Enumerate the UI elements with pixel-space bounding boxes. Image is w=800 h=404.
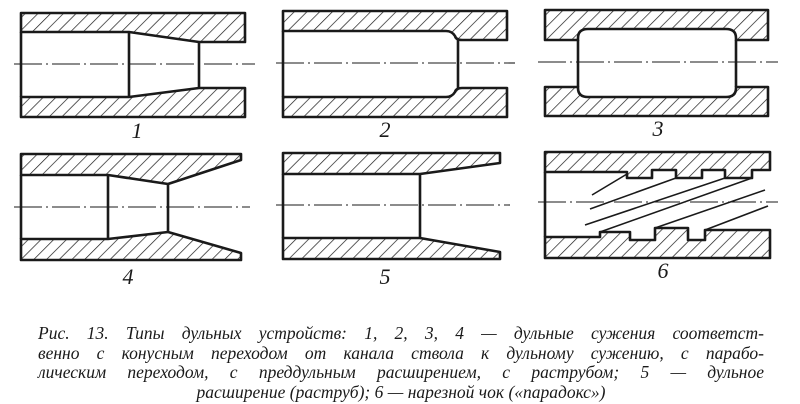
label-device-6: 6 bbox=[657, 258, 669, 283]
label-device-2: 2 bbox=[379, 117, 391, 142]
centerlines bbox=[14, 61, 778, 208]
caption-line: лическим переходом, с преддульным расшир… bbox=[38, 362, 764, 382]
label-device-1: 1 bbox=[131, 118, 143, 143]
caption-line: расширение (раструб); 6 — нарезной чок (… bbox=[196, 381, 606, 402]
label-device-3: 3 bbox=[652, 116, 664, 141]
figure-caption: Рис. 13. Типы дульных устройств: 1, 2, 3… bbox=[38, 323, 764, 402]
rifling-grooves bbox=[584, 173, 769, 233]
device-3-pre-muzzle-expansion bbox=[543, 8, 770, 118]
device-1-conical-choke bbox=[19, 11, 247, 119]
device-5-muzzle-flare bbox=[281, 151, 502, 261]
device-2-parabolic-choke bbox=[281, 9, 509, 119]
device-4-choke-with-flare bbox=[19, 152, 243, 262]
caption-line: венно с конусным переходом от канала ств… bbox=[38, 342, 764, 363]
caption-line: Рис. 13. Типы дульных устройств: 1, 2, 3… bbox=[38, 323, 764, 343]
device-6-rifled-choke-paradox bbox=[543, 150, 772, 260]
label-device-5: 5 bbox=[379, 264, 391, 289]
label-device-4: 4 bbox=[122, 264, 134, 289]
